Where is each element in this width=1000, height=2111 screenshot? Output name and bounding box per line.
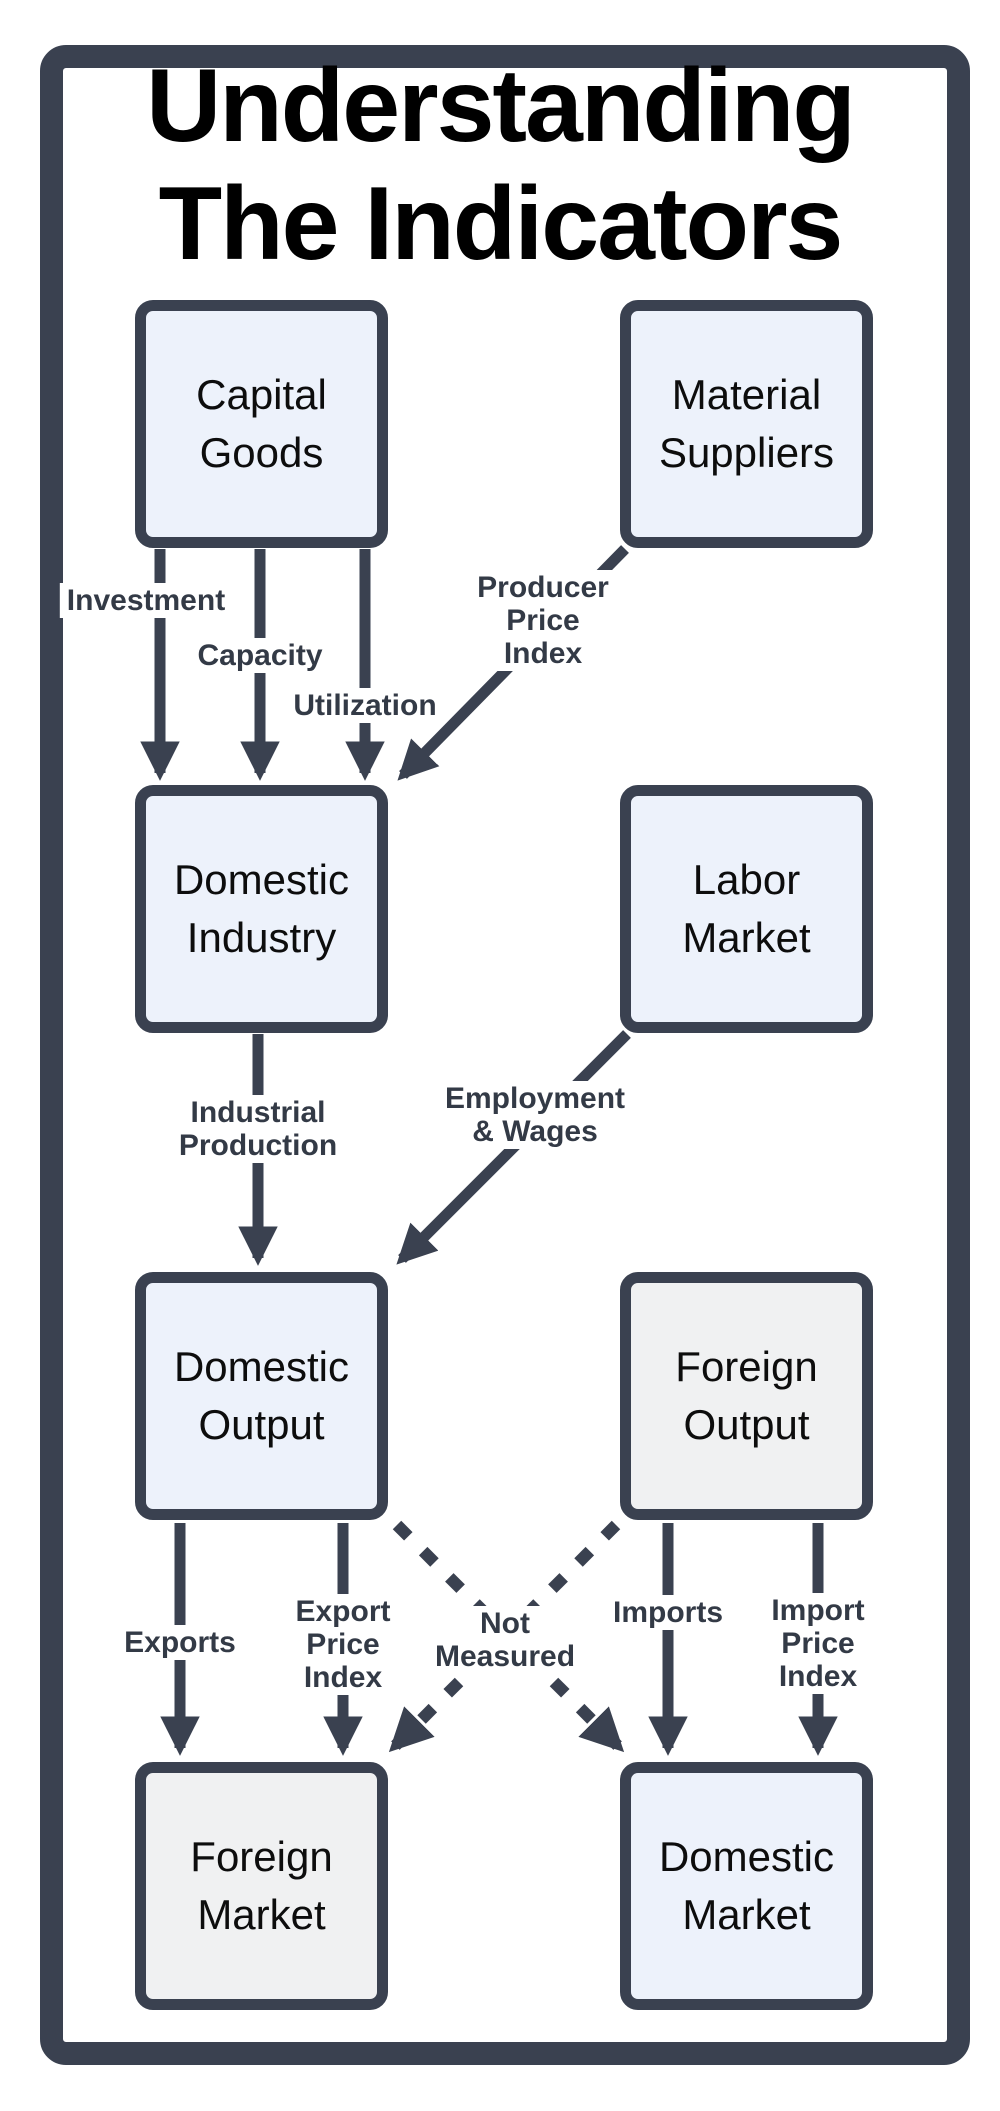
- node-label: Foreign: [190, 1833, 333, 1881]
- label-not-measured: Not Measured: [427, 1606, 583, 1674]
- outer-frame: [40, 45, 970, 2065]
- node-label: Goods: [199, 429, 324, 476]
- node-label: Market: [682, 1891, 811, 1938]
- node-capital-goods: Capital Goods: [135, 300, 388, 548]
- label-industrial-production: Industrial Production: [171, 1095, 345, 1163]
- node-label: Industry: [186, 914, 337, 961]
- title-line-1: Understanding: [146, 48, 856, 164]
- node-material-suppliers: Material Suppliers: [620, 300, 873, 548]
- node-label: Output: [683, 1401, 810, 1448]
- node-label: Material: [671, 371, 822, 419]
- node-foreign-market: Foreign Market: [135, 1762, 388, 2010]
- node-domestic-output: Domestic Output: [135, 1272, 388, 1520]
- node-domestic-industry: Domestic Industry: [135, 785, 388, 1033]
- node-domestic-market: Domestic Market: [620, 1762, 873, 2010]
- label-utilization: Utilization: [286, 688, 444, 723]
- node-label: Domestic: [173, 1343, 350, 1391]
- node-label: Market: [197, 1891, 326, 1938]
- label-capacity: Capacity: [190, 638, 330, 673]
- node-label: Domestic: [658, 1833, 835, 1881]
- label-export-price-index: Export Price Index: [288, 1594, 398, 1695]
- title-line-2: The Indicators: [158, 165, 844, 282]
- node-label: Suppliers: [658, 429, 835, 476]
- node-foreign-output: Foreign Output: [620, 1272, 873, 1520]
- node-labor-market: Labor Market: [620, 785, 873, 1033]
- label-producer-price-index: Producer Price Index: [470, 570, 616, 671]
- label-investment: Investment: [59, 583, 233, 618]
- label-imports: Imports: [605, 1595, 731, 1630]
- node-label: Market: [682, 914, 811, 961]
- label-import-price-index: Import Price Index: [764, 1593, 872, 1694]
- node-label: Capital: [196, 371, 327, 419]
- node-label: Labor: [692, 856, 801, 904]
- label-exports: Exports: [117, 1625, 243, 1660]
- diagram-title: Understanding The Indicators: [0, 48, 1000, 283]
- node-label: Domestic: [173, 856, 350, 904]
- node-label: Output: [198, 1401, 325, 1448]
- label-employment-wages: Employment & Wages: [437, 1081, 633, 1149]
- node-label: Foreign: [675, 1343, 818, 1391]
